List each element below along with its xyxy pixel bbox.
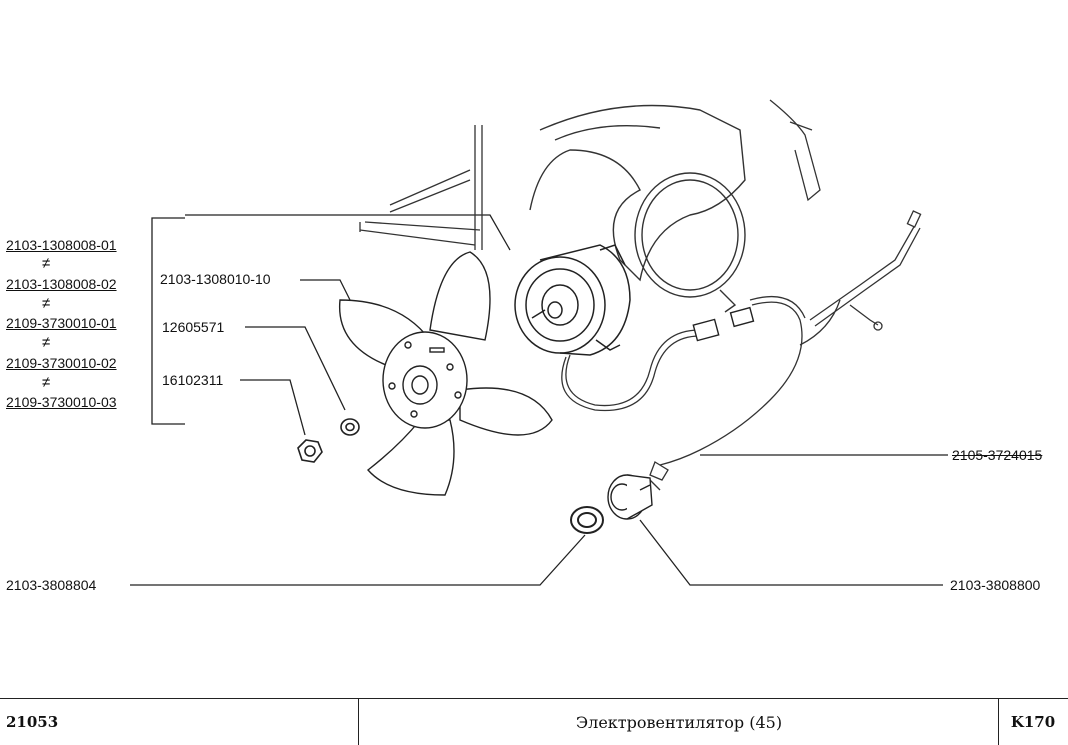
leader-sensor [639,519,943,586]
page-code: K170 [1010,713,1056,731]
leader-group-to-motor [185,214,511,251]
washer [340,418,360,436]
electric-motor [514,244,631,356]
leader-washer [245,326,346,411]
leader-nut [240,379,306,436]
label-wiring-harness: 2105-3724015 [952,447,1043,463]
divider [998,699,999,745]
group-bracket [151,217,185,425]
label-gasket: 2103-3808804 [6,577,97,593]
mounting-bracket [359,125,483,250]
not-equal-symbol: ≠ [42,334,51,351]
label-washer: 12605571 [162,319,225,335]
part-number-4: 2109-3730010-02 [6,355,117,371]
fan-shroud [529,104,746,313]
part-number-3: 2109-3730010-01 [6,315,117,331]
part-number-2: 2103-1308008-02 [6,276,117,292]
gasket [570,506,604,534]
not-equal-symbol: ≠ [42,255,51,272]
exploded-diagram [130,99,948,586]
leader-gasket [130,534,586,586]
label-sensor: 2103-3808800 [950,577,1041,593]
top-right-clip [769,99,821,202]
connector-pair [692,306,755,342]
motor-cable [565,329,701,407]
fan-impeller [338,251,553,496]
model-number: 21053 [6,713,59,731]
sheet-title: Электровентилятор (45) [575,712,783,732]
leader-fan [300,279,351,301]
temperature-sensor [607,474,653,520]
wiring-harness [649,210,922,491]
label-nut: 16102311 [162,372,224,388]
part-number-5: 2109-3730010-03 [6,394,117,410]
divider [358,699,359,745]
not-equal-symbol: ≠ [42,374,51,391]
label-fan-motor: 2103-1308010-10 [160,271,271,287]
not-equal-symbol: ≠ [42,295,51,312]
nut [297,439,323,463]
part-number-1: 2103-1308008-01 [6,237,117,253]
title-block: 21053 Электровентилятор (45) K170 [0,698,1068,745]
